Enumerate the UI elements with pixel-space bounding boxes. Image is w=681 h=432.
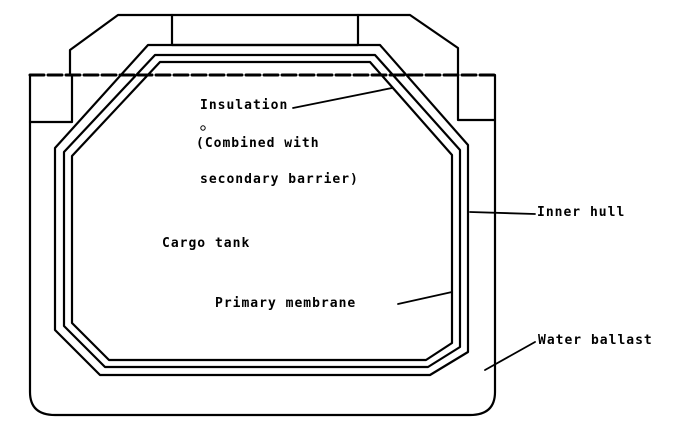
trunk-deck (68, 13, 460, 77)
label-insulation: Insulation (200, 98, 289, 113)
primary-membrane (70, 60, 454, 362)
insulation-layer (62, 53, 462, 369)
label-cargo-tank: Cargo tank (162, 236, 251, 251)
left-wing-tank (28, 73, 74, 124)
label-inner-hull: Inner hull (537, 205, 626, 220)
inner-hull-leader (469, 211, 536, 215)
label-combined-with: (Combined with (196, 136, 320, 151)
trunk-top-plate (170, 13, 360, 47)
outer-hull (28, 73, 497, 417)
label-primary-membrane: Primary membrane (215, 296, 357, 311)
insulation-leader (292, 87, 393, 109)
inner-hull (53, 43, 470, 377)
right-wing-tank (456, 73, 497, 122)
water-ballast-leader (484, 341, 536, 371)
label-secondary-barrier: secondary barrier) (200, 172, 359, 187)
small-circle-mark (200, 125, 206, 131)
label-water-ballast: Water ballast (538, 333, 653, 348)
primary-membrane-leader (397, 291, 453, 305)
